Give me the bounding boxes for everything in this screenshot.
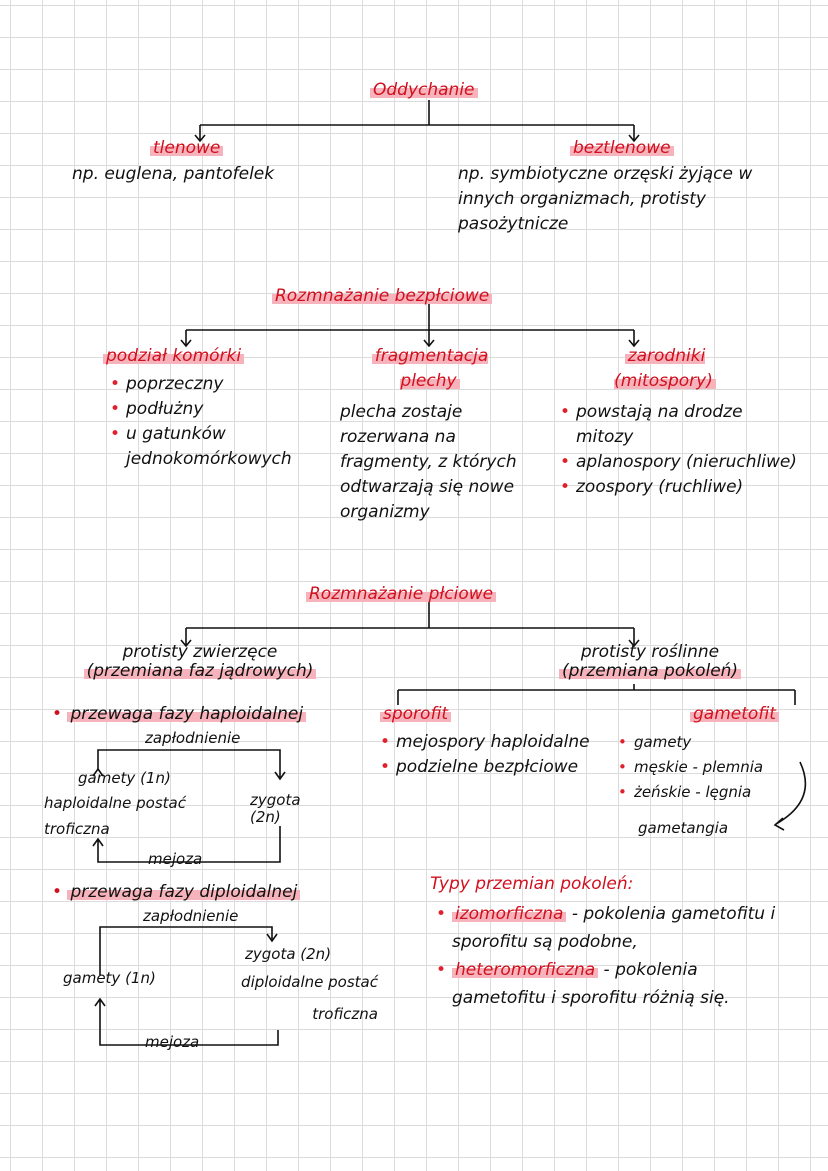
haploid-meiosis: mejoza (148, 850, 203, 868)
aerobic-label: tlenowe (150, 136, 224, 161)
list-item: zoospory (ruchliwe) (560, 475, 800, 500)
diploid-meiosis: mejoza (145, 1033, 200, 1051)
sporophyte-list: mejospory haploidalne podzielne bezpłcio… (380, 730, 590, 780)
list-item: mejospory haploidalne (380, 730, 590, 755)
animal-protists-subtitle: (przemiana faz jądrowych) (70, 659, 330, 684)
gametophyte-title: gametofit (690, 702, 779, 727)
list-item: podłużny (110, 397, 310, 422)
list-item: żeńskie - lęgnia (618, 780, 808, 805)
haploid-heading: • przewaga fazy haploidalnej (52, 702, 307, 727)
sporophyte-title: sporofit (380, 702, 452, 727)
diploid-zygote: zygota (2n) (245, 945, 332, 963)
plant-protists-title: protisty roślinne (580, 642, 720, 662)
cell-division-title: podział komórki (103, 344, 245, 369)
respiration-title: Oddychanie (370, 78, 478, 103)
haploid-form: haploidalne postać troficzna (44, 794, 186, 838)
generation-types-list: izomorficzna - pokolenia gametofitu i sp… (436, 900, 796, 1012)
diploid-fertilization: zapłodnienie (143, 907, 239, 925)
anaerobic-label: beztlenowe (570, 136, 674, 161)
list-item: aplanospory (nieruchliwe) (560, 450, 800, 475)
anaerobic-example: np. symbiotyczne orzęski żyjące w innych… (458, 164, 753, 234)
list-item: poprzeczny (110, 372, 310, 397)
list-item: gamety (618, 730, 808, 755)
diploid-gametes: gamety (1n) (63, 969, 156, 987)
generation-types-title: Typy przemian pokoleń: (430, 874, 634, 894)
plant-protists: protisty roślinne (przemiana pokoleń) (520, 640, 780, 684)
spores-title: zarodniki (mitospory) (575, 344, 755, 394)
animal-protists-title: protisty zwierzęce (122, 642, 278, 662)
spores-list: powstają na drodze mitozy aplanospory (n… (560, 400, 800, 500)
heteromorphic-item: heteromorficzna - pokolenia gametofitu i… (436, 956, 796, 1012)
list-item: męskie - plemnia (618, 755, 808, 780)
cell-division-list: poprzeczny podłużny u gatunków jednokomó… (110, 372, 310, 472)
asexual-title: Rozmnażanie bezpłciowe (272, 284, 493, 309)
diploid-form: diploidalne postać troficzna (241, 973, 378, 1023)
isomorphic-item: izomorficzna - pokolenia gametofitu i sp… (436, 900, 796, 956)
animal-protists: protisty zwierzęce (przemiana faz jądrow… (70, 640, 330, 684)
gametangia-label: gametangia (638, 819, 729, 837)
list-item: u gatunków jednokomórkowych (110, 422, 310, 472)
diploid-heading: • przewaga fazy diploidalnej (52, 880, 301, 905)
list-item: powstają na drodze mitozy (560, 400, 800, 450)
fragmentation-title: fragmentacja plechy (340, 344, 520, 394)
plant-protists-subtitle: (przemiana pokoleń) (520, 659, 780, 684)
haploid-fertilization: zapłodnienie (145, 729, 241, 747)
list-item: podzielne bezpłciowe (380, 755, 590, 780)
haploid-zygote: zygota (2n) (250, 791, 301, 826)
sexual-title: Rozmnażanie płciowe (306, 582, 497, 607)
haploid-gametes: gamety (1n) (78, 769, 171, 787)
aerobic-example: np. euglena, pantofelek (72, 164, 275, 184)
gametophyte-list: gamety męskie - plemnia żeńskie - lęgnia (618, 730, 808, 805)
fragmentation-text: plecha zostaje rozerwana na fragmenty, z… (340, 402, 517, 522)
